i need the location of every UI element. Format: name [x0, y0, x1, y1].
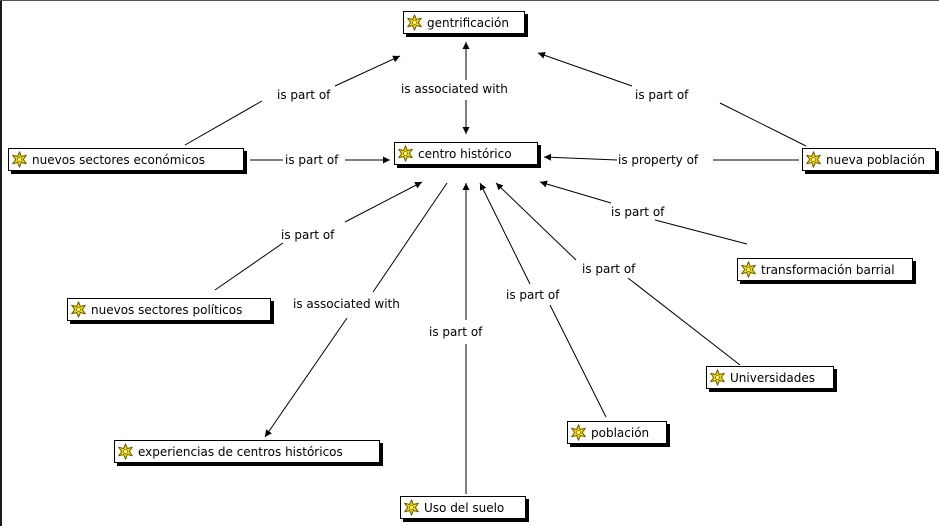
concept-label: población [591, 425, 650, 440]
frame-top-border [0, 0, 939, 1]
concept-star-icon [404, 499, 419, 516]
concept-label: centro histórico [418, 146, 512, 161]
link-label-universidades-centro: is part of [581, 262, 637, 276]
concept-star-icon [118, 443, 133, 460]
line-nueva-gentrificacion [719, 102, 807, 147]
line-transformacion-centro [539, 180, 612, 204]
concept-label: Universidades [730, 370, 815, 385]
concept-star-icon [806, 151, 821, 168]
link-label-centro-experiencias: is associated with [292, 297, 401, 311]
concept-poblacion[interactable]: población [567, 421, 667, 444]
link-label-economicos-centro: is part of [284, 153, 340, 167]
link-label-nueva-centro: is property of [617, 153, 700, 167]
concept-nuevos-sectores-politicos[interactable]: nuevos sectores políticos [67, 298, 271, 321]
concept-label: nuevos sectores políticos [91, 302, 243, 317]
concept-star-icon [398, 145, 413, 162]
line-economicos-gentrificacion [184, 100, 263, 146]
concept-label: Uso del suelo [424, 500, 505, 515]
concept-gentrificacion[interactable]: gentrificación [403, 11, 525, 34]
concept-label: gentrificación [427, 15, 509, 30]
line-universidades-centro [627, 277, 741, 366]
line-centro-experiencias [372, 182, 448, 293]
concept-star-icon [741, 261, 756, 278]
link-label-nueva-gentrificacion: is part of [634, 88, 690, 102]
line-transformacion-centro [654, 219, 748, 245]
link-label-centro-gentrificacion: is associated with [400, 82, 509, 96]
concept-label: transformación barrial [761, 262, 895, 277]
line-universidades-centro [495, 182, 577, 261]
line-politicos-centro [344, 181, 423, 223]
concept-star-icon [12, 151, 27, 168]
line-economicos-gentrificacion [334, 55, 401, 87]
concept-nuevos-sectores-economicos[interactable]: nuevos sectores económicos [8, 148, 244, 171]
concept-experiencias-de-centros-historicos[interactable]: experiencias de centros históricos [114, 440, 380, 463]
concept-star-icon [71, 301, 86, 318]
link-label-transformacion-centro: is part of [610, 205, 666, 219]
concept-transformacion-barrial[interactable]: transformación barrial [737, 258, 913, 281]
line-nueva-centro [543, 153, 618, 161]
line-nueva-gentrificacion [537, 52, 633, 87]
line-poblacion-centro [479, 182, 531, 285]
concept-star-icon [710, 369, 725, 386]
concept-universidades[interactable]: Universidades [706, 366, 834, 389]
line-politicos-centro [214, 242, 284, 291]
link-label-politicos-centro: is part of [280, 228, 336, 242]
frame-left-border [0, 0, 2, 526]
concept-nueva-poblacion[interactable]: nueva población [802, 148, 936, 171]
link-label-poblacion-centro: is part of [505, 288, 561, 302]
link-label-economicos-gentrificacion: is part of [276, 88, 332, 102]
concept-centro-historico[interactable]: centro histórico [394, 142, 538, 165]
concept-label: nueva población [826, 152, 926, 167]
concept-label: nuevos sectores económicos [32, 152, 205, 167]
link-label-uso-centro: is part of [428, 325, 484, 339]
concept-star-icon [571, 424, 586, 441]
concept-label: experiencias de centros históricos [138, 444, 343, 459]
concept-star-icon [407, 14, 422, 31]
line-centro-experiencias [264, 317, 348, 438]
concept-uso-del-suelo[interactable]: Uso del suelo [400, 496, 526, 519]
line-poblacion-centro [549, 304, 607, 418]
